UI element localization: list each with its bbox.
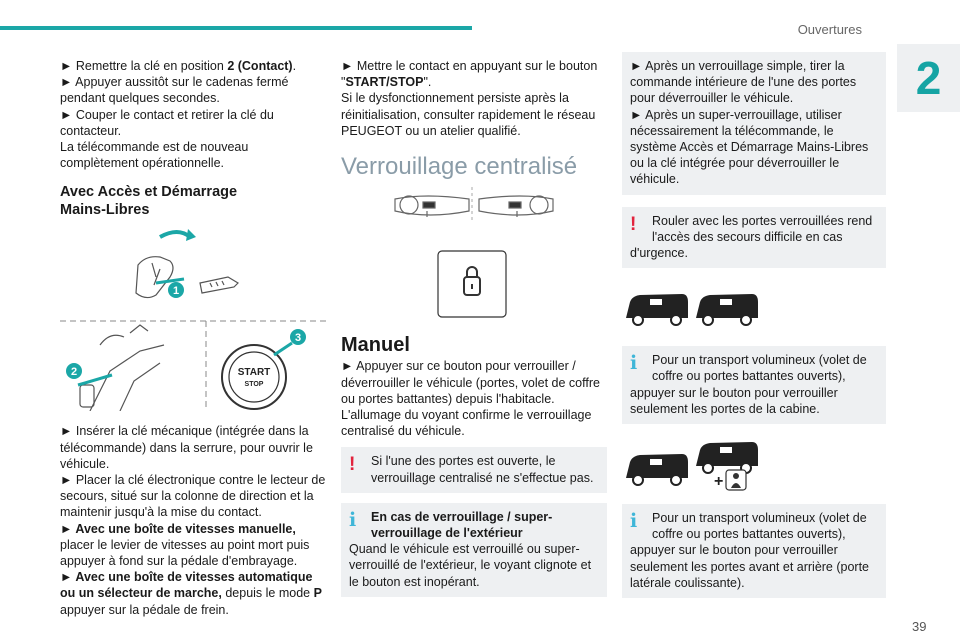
- page-number: 39: [912, 619, 927, 634]
- subheading: Avec Accès et Démarrage Mains-Libres: [60, 184, 238, 219]
- keyless-illustration: 1 2 START STOP 3: [60, 229, 326, 412]
- plus-sign: +: [714, 473, 723, 490]
- column-2: ► Mettre le contact en appuyant sur le b…: [341, 58, 607, 597]
- callout-2-text: 2: [71, 366, 77, 378]
- note-box: ► Après un verrouillage simple, tirer la…: [622, 52, 886, 195]
- child-lock-icon: [725, 469, 747, 491]
- warning-icon: !: [630, 213, 637, 235]
- subheading-manual: Manuel: [341, 334, 410, 357]
- info-icon: i: [630, 510, 638, 533]
- callout-3-text: 3: [295, 332, 301, 344]
- van-front-rear-doors-illustration: +: [626, 442, 758, 491]
- arrow-icon: [77, 373, 113, 387]
- paragraph: ► Insérer la clé mécanique (intégrée dan…: [60, 424, 313, 471]
- header-accent-bar: [0, 26, 472, 30]
- paragraph: ► Avec une boîte de vitesses automatique…: [60, 570, 322, 617]
- paragraph: Si le dysfonctionnement persiste après l…: [341, 91, 596, 138]
- column-3: ► Après un verrouillage simple, tirer la…: [622, 52, 886, 599]
- arrow-icon: [155, 277, 185, 285]
- van-icon: [696, 294, 758, 327]
- paragraph: ► Appuyer sur ce bouton pour verrouiller…: [341, 359, 600, 406]
- start-label: START: [238, 367, 271, 378]
- info-note: i En cas de verrouillage / super-verroui…: [341, 502, 607, 597]
- info-note: i Pour un transport volumineux (volet de…: [622, 504, 886, 599]
- warning-note: ! Si l'une des portes est ouverte, le ve…: [341, 447, 607, 493]
- paragraph: ► Appuyer aussitôt sur le cadenas fermé …: [60, 75, 289, 106]
- info-note: i Pour un transport volumineux (volet de…: [622, 346, 886, 425]
- arrow-icon: [159, 230, 192, 240]
- section-name: Ouvertures: [797, 22, 862, 37]
- van-icon: [626, 454, 688, 487]
- paragraph: ► Placer la clé électronique contre le l…: [60, 473, 326, 520]
- info-icon: i: [630, 352, 638, 375]
- warning-note: ! Rouler avec les portes verrouillées re…: [622, 206, 886, 269]
- callout-2-badge: [66, 363, 82, 380]
- van-icon: [626, 294, 688, 327]
- arrow-icon: [186, 229, 196, 242]
- paragraph: ► Avec une boîte de vitesses manuelle, p…: [60, 521, 310, 569]
- callout-1-text: 1: [173, 285, 179, 297]
- column-1: ► Remettre la clé en position 2 (Contact…: [60, 58, 326, 618]
- van-icon: [696, 442, 758, 475]
- paragraph: ► Mettre le contact en appuyant sur le b…: [341, 59, 598, 90]
- warning-icon: !: [349, 454, 356, 476]
- start-stop-button-illustration: START STOP: [221, 344, 287, 411]
- callout-1-badge: [168, 282, 184, 299]
- info-icon: i: [349, 508, 357, 531]
- section-heading: Verrouillage centralisé: [341, 153, 578, 181]
- dashboard-right-icon: [478, 195, 554, 218]
- door-lock-illustration: [135, 256, 239, 299]
- paragraph: ► Couper le contact et retirer la clé du…: [60, 107, 274, 138]
- steering-column-illustration: [79, 324, 165, 412]
- paragraph: ► Remettre la clé en position 2 (Contact…: [60, 59, 297, 73]
- paragraph: L'allumage du voyant confirme le verroui…: [341, 408, 592, 439]
- stop-label: STOP: [245, 381, 264, 388]
- arrow-icon: [273, 342, 293, 357]
- door-lock-buttons-illustration: [394, 187, 554, 318]
- central-lock-button-icon: [437, 250, 507, 318]
- chapter-badge: 2: [897, 44, 960, 112]
- dashboard-left-icon: [394, 195, 470, 218]
- van-cabin-doors-illustration: [626, 294, 758, 327]
- paragraph: La télécommande est de nouveau complètem…: [60, 140, 249, 171]
- callout-3-badge: [290, 329, 306, 346]
